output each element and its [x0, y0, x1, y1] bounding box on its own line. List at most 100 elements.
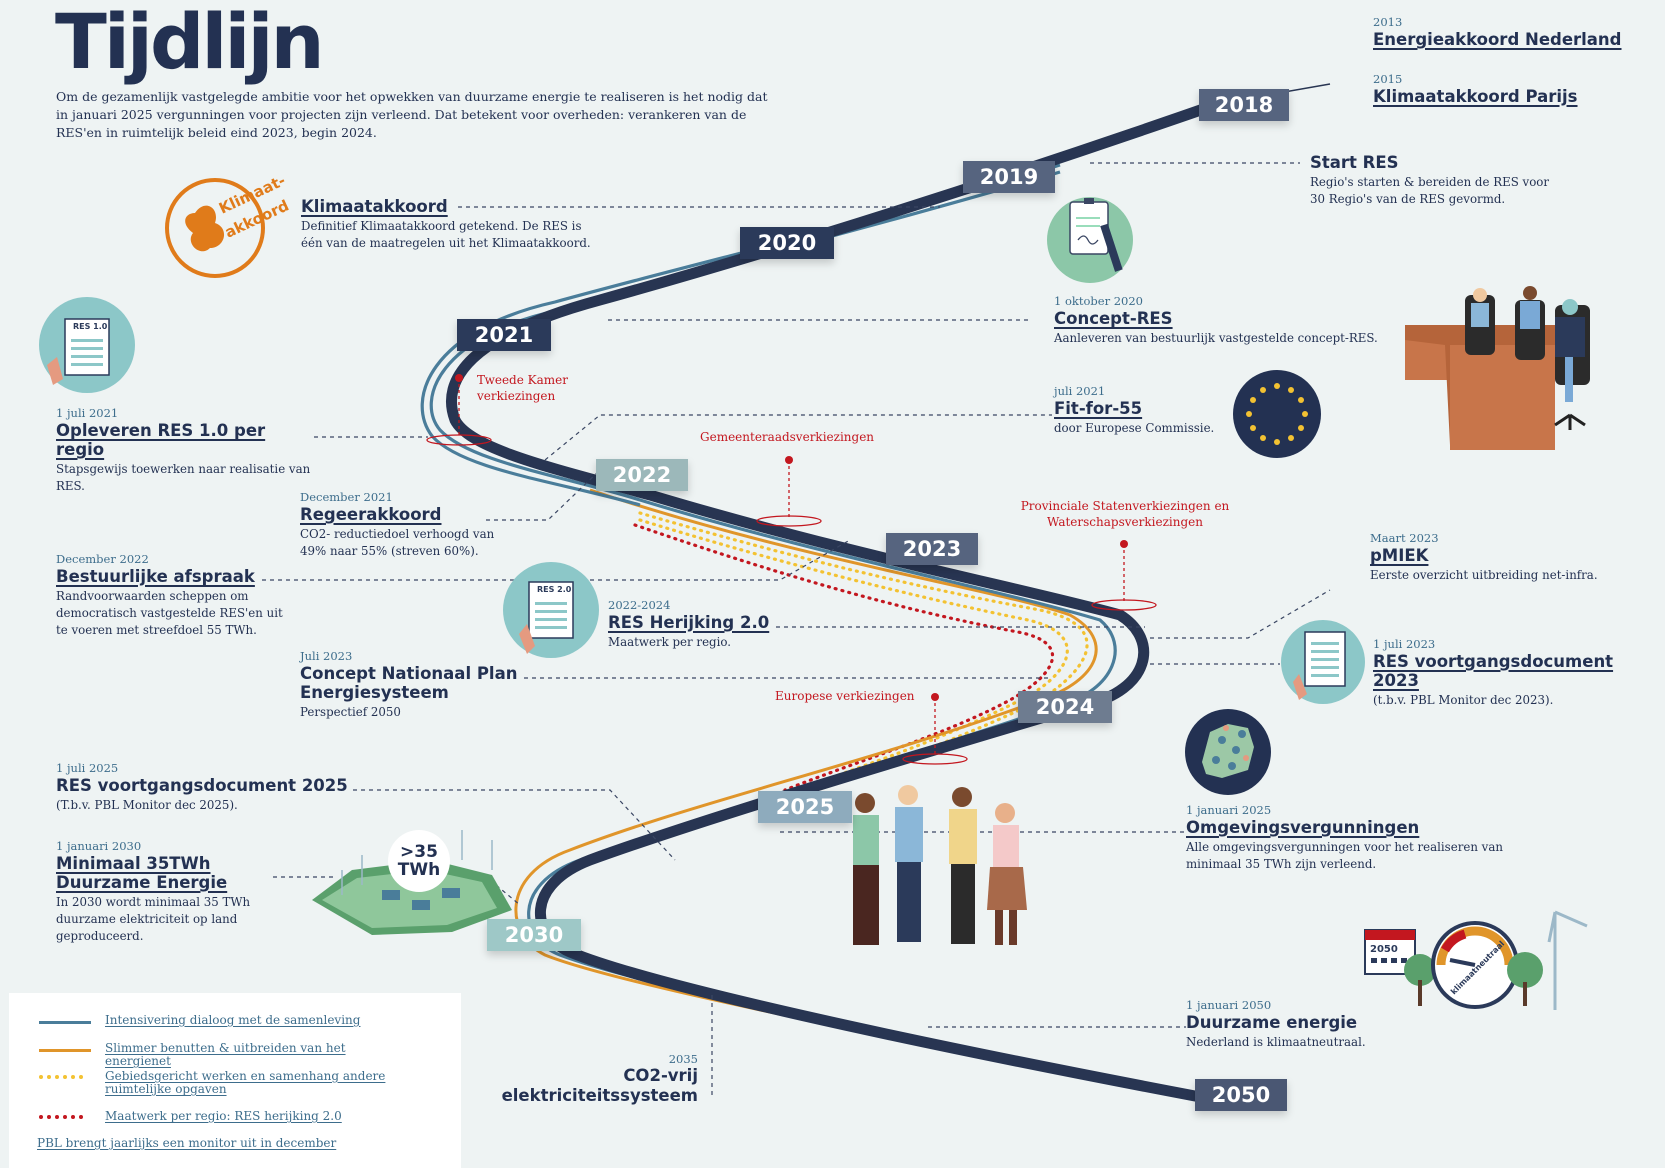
event-date: December 2021: [300, 490, 393, 504]
netherlands-map-icon: [1185, 709, 1271, 795]
legend-label[interactable]: Gebiedsgericht werken en samenhang ander…: [105, 1069, 386, 1096]
event-title-link[interactable]: RES voortgangsdocument 2023: [1373, 652, 1614, 690]
year-label-2024: 2024: [1018, 691, 1112, 723]
legend-swatch-orange: [39, 1049, 91, 1052]
leader-lines: [262, 162, 1331, 1098]
event-title-link[interactable]: Fit-for-55: [1054, 399, 1143, 418]
event-date: 1 januari 2050: [1186, 998, 1272, 1012]
event-title-link[interactable]: Klimaatakkoord Parijs: [1373, 87, 1578, 106]
event-start-res: Start RES Regio's starten & bereiden de …: [1310, 153, 1560, 208]
event-date: 2035: [668, 1052, 698, 1066]
event-pmiek: Maart 2023 pMIEK Eerste overzicht uitbre…: [1370, 530, 1620, 584]
event-title: RES voortgangsdocument 2025: [56, 776, 348, 795]
legend-swatch-blue: [39, 1021, 91, 1024]
event-res10: 1 juli 2021 Opleveren RES 1.0 per regio …: [56, 405, 316, 495]
event-date: Juli 2023: [300, 649, 353, 663]
event-voortgang-2023: 1 juli 2023 RES voortgangsdocument 2023 …: [1373, 636, 1658, 709]
res10-document-icon: [39, 297, 135, 393]
klimaatakkoord-logo: [165, 178, 265, 278]
event-bestuurlijke-afspraak: December 2022 Bestuurlijke afspraak Rand…: [56, 551, 286, 639]
election-gemeente: Gemeenteraadsverkiezingen: [700, 430, 875, 444]
eu-flag-icon: [1233, 370, 1321, 458]
calendar-year-text: 2050: [1370, 944, 1398, 955]
res20-badge-text: RES 2.0: [537, 585, 572, 594]
event-date: 2013: [1373, 15, 1403, 29]
event-desc: Alle omgevingsvergunningen voor het real…: [1186, 840, 1503, 871]
calendar-gauge-illustration: [1364, 910, 1588, 1010]
event-title-link[interactable]: pMIEK: [1370, 546, 1429, 565]
voortgang-document-icon: [1281, 620, 1365, 704]
election-europese: Europese verkiezingen: [775, 689, 915, 703]
event-desc: Stapsgewijs toewerken naar realisatie va…: [56, 462, 311, 493]
event-title-link[interactable]: RES Herijking 2.0: [608, 613, 770, 632]
year-label-2020: 2020: [740, 227, 834, 259]
year-label-2019: 2019: [963, 161, 1055, 193]
event-title: Duurzame energie: [1186, 1013, 1358, 1032]
event-title-link[interactable]: Omgevingsvergunningen: [1186, 818, 1420, 837]
year-label-2018: 2018: [1199, 89, 1289, 121]
legend-label[interactable]: Slimmer benutten & uitbreiden van het en…: [105, 1041, 346, 1068]
event-concept-res: 1 oktober 2020 Concept-RES Aanleveren va…: [1054, 293, 1394, 347]
event-desc: Aanleveren van bestuurlijk vastgestelde …: [1054, 331, 1378, 345]
event-desc: Maatwerk per regio.: [608, 635, 732, 649]
legend-label[interactable]: Maatwerk per regio: RES herijking 2.0: [105, 1109, 342, 1123]
legend-note[interactable]: PBL brengt jaarlijks een monitor uit in …: [37, 1136, 337, 1150]
windfarm-illustration: [312, 830, 512, 935]
event-title-link[interactable]: Opleveren RES 1.0 per regio: [56, 421, 266, 459]
event-duurzame-energie: 1 januari 2050 Duurzame energie Nederlan…: [1186, 997, 1436, 1051]
legend-item-dialoog: Intensivering dialoog met de samenleving: [39, 1014, 405, 1027]
legend-item-energienet: Slimmer benutten & uitbreiden van het en…: [39, 1042, 405, 1068]
twh-value: >35: [400, 842, 438, 862]
strand-yellow-dotted: [638, 511, 1089, 802]
twh-bubble: >35 TWh: [388, 830, 450, 892]
event-title-link[interactable]: Bestuurlijke afspraak: [56, 567, 255, 586]
event-title-link[interactable]: Regeerakkoord: [300, 505, 442, 524]
event-desc: Randvoorwaarden scheppen om democratisch…: [56, 589, 283, 637]
strand-yellow-dotted-2: [638, 518, 1069, 797]
timeline-road: [446, 99, 1221, 1102]
event-desc: Definitief Klimaatakkoord getekend. De R…: [301, 219, 591, 250]
year-label-2023: 2023: [886, 533, 978, 565]
event-date: 1 januari 2030: [56, 839, 142, 853]
event-desc: (t.b.v. PBL Monitor dec 2023).: [1373, 693, 1554, 707]
event-klimaatakkoord-parijs: 2015 Klimaatakkoord Parijs: [1373, 71, 1578, 106]
event-res-herijking: 2022-2024 RES Herijking 2.0 Maatwerk per…: [608, 597, 808, 651]
event-title-link[interactable]: Klimaatakkoord: [301, 197, 448, 216]
council-illustration: [1405, 286, 1590, 450]
event-date: December 2022: [56, 552, 149, 566]
event-title-link[interactable]: Minimaal 35TWh Duurzame Energie: [56, 854, 228, 892]
year-label-2022: 2022: [596, 459, 688, 491]
res10-badge-text: RES 1.0: [73, 322, 108, 331]
event-desc: Perspectief 2050: [300, 705, 401, 719]
event-desc: CO2- reductiedoel verhoogd van 49% naar …: [300, 527, 495, 558]
event-energieakkoord: 2013 Energieakkoord Nederland: [1373, 14, 1622, 49]
event-date: 1 juli 2023: [1373, 637, 1436, 651]
event-date: Maart 2023: [1370, 531, 1439, 545]
election-marker-tweede-kamer: [426, 374, 492, 446]
year-label-2025: 2025: [758, 791, 852, 823]
event-date: 1 juli 2021: [56, 406, 119, 420]
clipboard-sign-icon: [1047, 197, 1133, 283]
legend-swatch-yellow-dotted: [39, 1075, 91, 1079]
election-marker-gemeente: [756, 456, 822, 527]
page-title: Tijdlijn: [55, 0, 325, 86]
event-date: juli 2021: [1054, 384, 1106, 398]
event-co2-vrij: 2035 CO2-vrij elektriciteitssysteem: [470, 1052, 698, 1106]
event-title: CO2-vrij elektriciteitssysteem: [501, 1066, 698, 1105]
election-marker-europese: [902, 693, 968, 765]
election-provinciale: Provinciale Statenverkiezingen en Waters…: [1020, 499, 1230, 529]
event-desc: Eerste overzicht uitbreiding net-infra.: [1370, 568, 1598, 582]
event-minimaal-35twh: 1 januari 2030 Minimaal 35TWh Duurzame E…: [56, 838, 271, 945]
twh-unit: TWh: [397, 860, 441, 880]
event-desc: Nederland is klimaatneutraal.: [1186, 1035, 1366, 1049]
res20-document-icon: [503, 562, 599, 658]
people-illustration: [853, 785, 1027, 945]
event-title-link[interactable]: Energieakkoord Nederland: [1373, 30, 1622, 49]
intro-text: Om de gezamenlijk vastgelegde ambitie vo…: [56, 89, 768, 140]
event-title-link[interactable]: Concept-RES: [1054, 309, 1173, 328]
strand-red-dotted: [633, 523, 1054, 792]
event-date: 1 oktober 2020: [1054, 294, 1143, 308]
legend-label[interactable]: Intensivering dialoog met de samenleving: [105, 1013, 361, 1027]
event-date: 1 januari 2025: [1186, 803, 1272, 817]
